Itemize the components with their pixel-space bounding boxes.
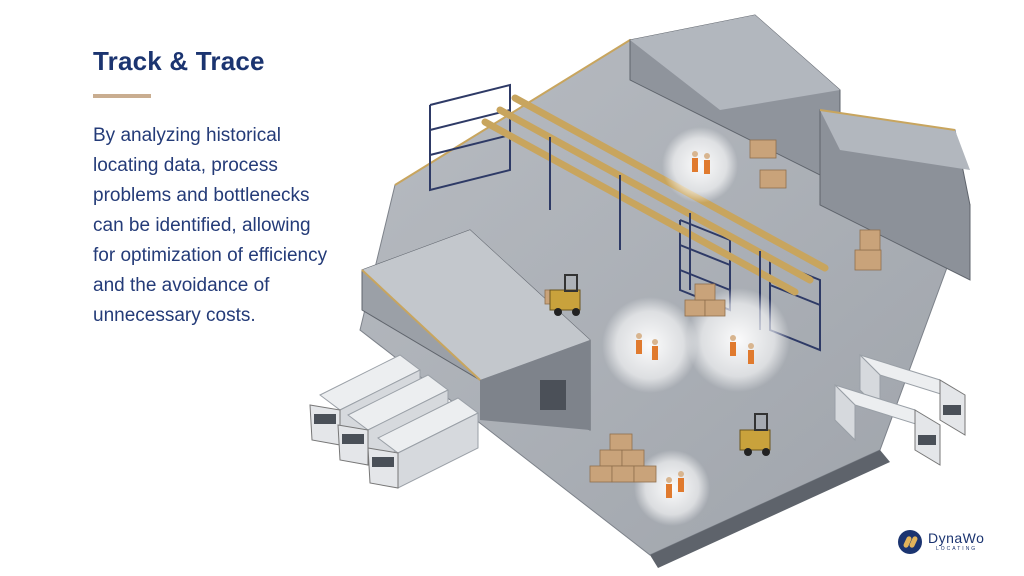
worker-icon	[636, 151, 754, 498]
slide-body-text: By analyzing historical locating data, p…	[93, 125, 328, 326]
truck-icon	[367, 397, 479, 489]
logo-subtitle: LOCATING	[936, 546, 978, 552]
logo-mark	[898, 530, 922, 554]
tracking-zone-glow	[662, 127, 738, 203]
forklift-icon	[549, 274, 581, 316]
truck-icon	[834, 383, 941, 466]
tracking-zone-glow	[602, 297, 698, 393]
forklift-icon	[739, 413, 771, 456]
slide-title: Track & Trace	[93, 46, 265, 76]
truck-icon	[859, 353, 966, 436]
logo-name: DynaWo	[928, 530, 985, 546]
warehouse-illustration	[309, 14, 971, 568]
brand-logo: DynaWo LOCATING	[898, 527, 1008, 557]
title-underline	[93, 94, 151, 98]
